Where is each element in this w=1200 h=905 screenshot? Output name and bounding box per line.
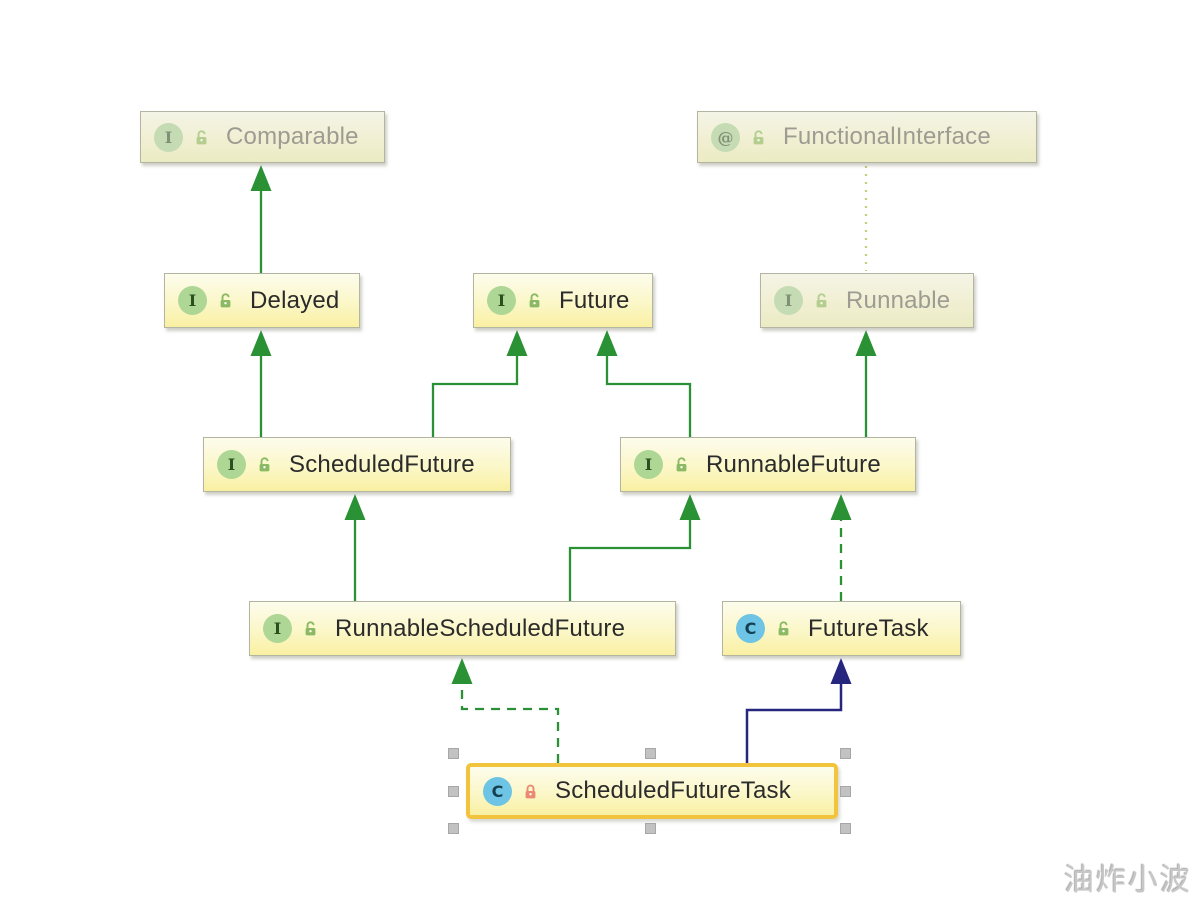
- node-label: Delayed: [250, 286, 340, 314]
- interface-icon: I: [487, 286, 516, 315]
- arrowhead-scheduled_future-future: [506, 330, 528, 356]
- node-label: Future: [559, 286, 630, 314]
- open-lock-icon: [753, 129, 764, 144]
- interface-icon: I: [774, 286, 803, 315]
- interface-icon: I: [217, 450, 246, 479]
- node-label: ScheduledFutureTask: [555, 777, 791, 804]
- arrowhead-scheduled_future-delayed: [250, 330, 272, 356]
- node-label: FunctionalInterface: [783, 123, 991, 150]
- node-delayed[interactable]: I Delayed: [164, 273, 360, 328]
- node-scheduled_future_task[interactable]: C ScheduledFutureTask: [466, 763, 838, 819]
- edge-runnable_scheduled_future-runnable_future-extends[interactable]: [568, 518, 692, 601]
- node-comparable[interactable]: I Comparable: [140, 111, 385, 163]
- arrowhead-future_task-runnable_future: [830, 494, 852, 520]
- node-future[interactable]: I Future: [473, 273, 653, 328]
- arrowhead-runnable_future-future: [596, 330, 618, 356]
- open-lock-icon: [816, 293, 827, 308]
- node-label: FutureTask: [808, 614, 929, 642]
- selection-handle[interactable]: [448, 786, 459, 797]
- interface-icon: I: [154, 122, 183, 152]
- interface-icon: I: [263, 614, 292, 643]
- open-lock-icon: [676, 457, 687, 472]
- open-lock-icon: [220, 293, 231, 308]
- selection-handle[interactable]: [645, 748, 656, 759]
- closed-lock-icon: [525, 784, 536, 798]
- edge-runnable_future-future-extends[interactable]: [605, 354, 692, 437]
- node-future_task[interactable]: C FutureTask: [722, 601, 961, 656]
- arrowhead-runnable_future-runnable: [855, 330, 877, 356]
- arrowhead-runnable_scheduled_future-runnable_future: [679, 494, 701, 520]
- arrowhead-runnable_scheduled_future-scheduled_future: [344, 494, 366, 520]
- selection-handle[interactable]: [840, 748, 851, 759]
- class-icon: C: [736, 614, 765, 643]
- open-lock-icon: [259, 457, 270, 472]
- selection-handle[interactable]: [840, 823, 851, 834]
- node-runnable_future[interactable]: I RunnableFuture: [620, 437, 916, 492]
- node-label: Runnable: [846, 286, 951, 314]
- arrowhead-scheduled_future_task-future_task: [830, 658, 852, 684]
- selection-handle[interactable]: [645, 823, 656, 834]
- arrowhead-delayed-comparable: [250, 165, 272, 191]
- annotation-icon: @: [711, 122, 740, 152]
- node-functional_interface[interactable]: @ FunctionalInterface: [697, 111, 1037, 163]
- arrowhead-scheduled_future_task-runnable_scheduled_future: [451, 658, 473, 684]
- open-lock-icon: [196, 129, 207, 144]
- node-label: RunnableFuture: [706, 450, 881, 478]
- open-lock-icon: [305, 621, 316, 636]
- node-runnable[interactable]: I Runnable: [760, 273, 974, 328]
- node-runnable_scheduled_future[interactable]: I RunnableScheduledFuture: [249, 601, 676, 656]
- node-label: RunnableScheduledFuture: [335, 614, 626, 642]
- node-label: Comparable: [226, 123, 359, 150]
- watermark: 油炸小波: [1064, 864, 1192, 897]
- interface-icon: I: [634, 450, 663, 479]
- selection-handle[interactable]: [840, 786, 851, 797]
- edge-scheduled_future_task-runnable_scheduled_future-implements[interactable]: [460, 682, 560, 763]
- selection-handle[interactable]: [448, 823, 459, 834]
- class-icon: C: [483, 776, 512, 806]
- edge-scheduled_future-future-extends[interactable]: [431, 354, 519, 437]
- node-label: ScheduledFuture: [289, 450, 475, 478]
- open-lock-icon: [778, 621, 789, 636]
- interface-icon: I: [178, 286, 207, 315]
- open-lock-icon: [529, 293, 540, 308]
- node-scheduled_future[interactable]: I ScheduledFuture: [203, 437, 511, 492]
- selection-handle[interactable]: [448, 748, 459, 759]
- edge-scheduled_future_task-future_task-extends[interactable]: [745, 682, 843, 763]
